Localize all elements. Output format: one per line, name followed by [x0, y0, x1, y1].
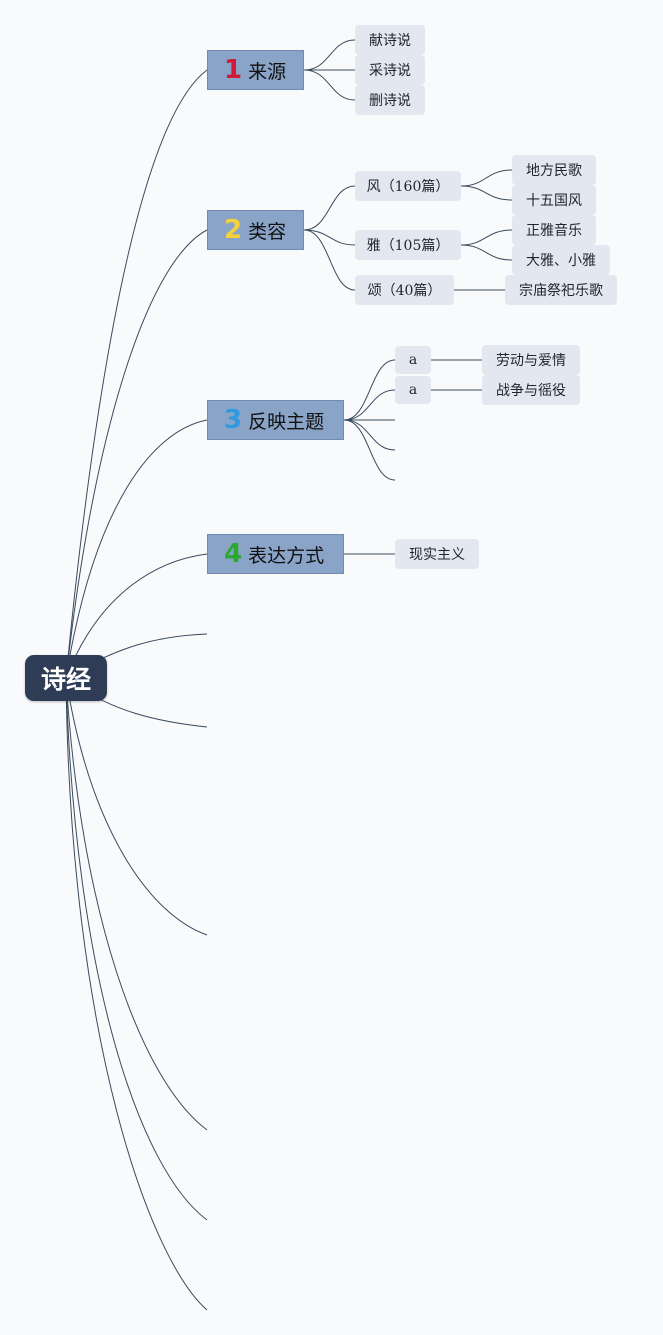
link-root-topic-2 — [65, 229, 208, 679]
link-root-empty-4 — [65, 677, 208, 1131]
category-detail[interactable]: 大雅、小雅 — [512, 245, 610, 275]
category-detail[interactable]: 地方民歌 — [512, 155, 596, 185]
link-ya-1 — [460, 229, 513, 246]
topic-number: 1 — [224, 55, 243, 85]
source-item[interactable]: 删诗说 — [355, 85, 425, 115]
link-theme-empty-2 — [343, 419, 396, 451]
link-root-empty-6 — [65, 677, 208, 1311]
theme-item[interactable]: a — [395, 376, 431, 404]
link-theme-empty-3 — [343, 419, 396, 481]
topic-number: 3 — [224, 405, 243, 435]
topic-number: 4 — [224, 539, 243, 569]
topic-number: 2 — [224, 215, 243, 245]
category-detail[interactable]: 正雅音乐 — [512, 215, 596, 245]
link-root-topic-1 — [65, 69, 208, 679]
link-theme-2 — [343, 389, 396, 421]
link-feng-2 — [460, 185, 513, 201]
link-root-topic-4 — [65, 553, 208, 679]
source-item[interactable]: 献诗说 — [355, 25, 425, 55]
topic-label: 类容 — [248, 220, 287, 243]
topic-label: 反映主题 — [248, 410, 325, 433]
topic-label: 来源 — [248, 60, 287, 83]
root-node[interactable]: 诗经 — [25, 655, 107, 701]
link-root-empty-5 — [65, 677, 208, 1221]
topic-expression[interactable]: 4 表达方式 — [207, 534, 344, 574]
link-theme-1 — [343, 359, 396, 421]
theme-item[interactable]: a — [395, 346, 431, 374]
link-root-empty-3 — [65, 677, 208, 936]
link-root-topic-3 — [65, 419, 208, 679]
link-feng — [303, 185, 356, 231]
link-song — [303, 229, 356, 291]
category-song[interactable]: 颂（40篇） — [355, 275, 454, 305]
source-item[interactable]: 采诗说 — [355, 55, 425, 85]
category-detail[interactable]: 宗庙祭祀乐歌 — [505, 275, 617, 305]
topic-content[interactable]: 2 类容 — [207, 210, 304, 250]
topic-label: 表达方式 — [248, 544, 325, 567]
category-feng[interactable]: 风（160篇） — [355, 171, 461, 201]
category-ya[interactable]: 雅（105篇） — [355, 230, 461, 260]
link-source-1 — [303, 39, 356, 71]
theme-detail[interactable]: 战争与徭役 — [482, 375, 580, 405]
link-ya — [303, 229, 356, 246]
topic-source[interactable]: 1 来源 — [207, 50, 304, 90]
root-label: 诗经 — [40, 665, 91, 694]
link-source-3 — [303, 69, 356, 101]
theme-detail[interactable]: 劳动与爱情 — [482, 345, 580, 375]
link-ya-2 — [460, 244, 513, 261]
expression-item[interactable]: 现实主义 — [395, 539, 479, 569]
category-detail[interactable]: 十五国风 — [512, 185, 596, 215]
topic-themes[interactable]: 3 反映主题 — [207, 400, 344, 440]
link-feng-1 — [460, 169, 513, 187]
